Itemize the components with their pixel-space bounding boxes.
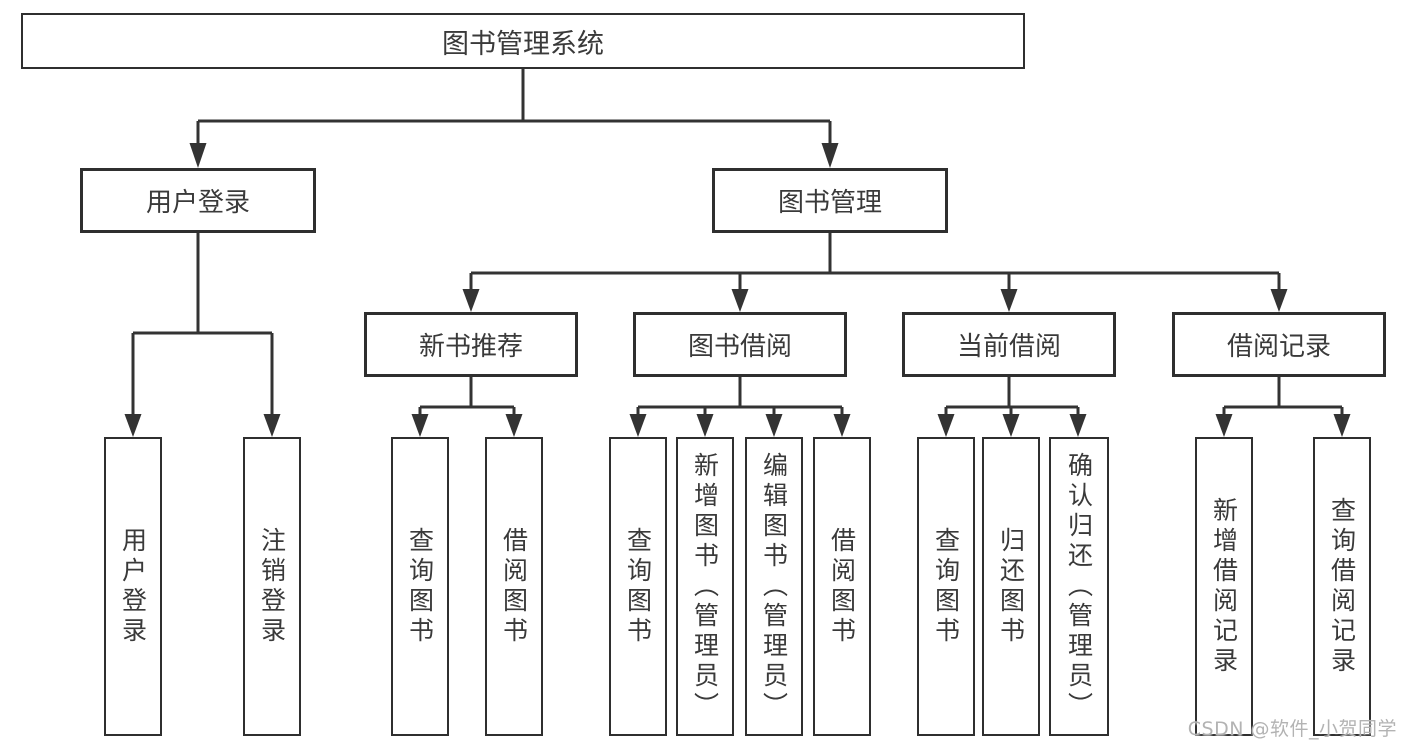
node-label: 归还图书 (996, 526, 1026, 647)
node-library-management-system: 图书管理系统 (21, 13, 1025, 69)
node-label: 用户登录 (145, 188, 250, 218)
connector-arrow-shafts (131, 121, 1344, 420)
arrowhead-icon (189, 143, 207, 168)
arrowhead-icon (1000, 289, 1018, 312)
node-label: 借阅图书 (827, 526, 857, 647)
arrowhead-icon (1270, 289, 1288, 312)
node-book-borrowing: 图书借阅 (633, 312, 847, 377)
leaf-add-borrow-record: 新增借阅记录 (1195, 437, 1253, 736)
arrowhead-icon (1333, 414, 1351, 437)
leaf-edit-book-admin: 编辑图书（管理员） (745, 437, 803, 736)
arrowhead-icon (833, 414, 851, 437)
arrowhead-icon (1069, 414, 1087, 437)
csdn-watermark: CSDN @软件_小贺同学 (1187, 718, 1397, 740)
arrowhead-icon (821, 143, 839, 168)
leaf-borrow-books-recommend: 借阅图书 (485, 437, 543, 736)
leaf-logout: 注销登录 (243, 437, 301, 736)
node-user-login: 用户登录 (80, 168, 316, 233)
node-label: 用户登录 (118, 526, 148, 647)
node-label: 新增借阅记录 (1209, 496, 1239, 677)
node-label: 借阅图书 (499, 526, 529, 647)
arrowhead-icon (731, 289, 749, 312)
leaf-borrow-books-borrowing: 借阅图书 (813, 437, 871, 736)
node-label: 当前借阅 (956, 332, 1061, 362)
leaf-add-book-admin: 新增图书（管理员） (676, 437, 734, 736)
node-label: 注销登录 (257, 526, 287, 647)
arrowhead-icon (462, 289, 480, 312)
leaf-query-books-recommend: 查询图书 (391, 437, 449, 736)
node-new-book-recommendation: 新书推荐 (364, 312, 578, 377)
arrowhead-icon (1002, 414, 1020, 437)
arrowhead-icon (1215, 414, 1233, 437)
node-label: 查询借阅记录 (1327, 496, 1357, 677)
arrowhead-icon (765, 414, 783, 437)
arrowhead-icon (696, 414, 714, 437)
arrowhead-icon (124, 414, 142, 437)
leaf-query-borrow-record: 查询借阅记录 (1313, 437, 1371, 736)
node-label: 图书管理系统 (442, 28, 604, 60)
node-book-management: 图书管理 (712, 168, 948, 233)
node-label: 确认归还（管理员） (1064, 451, 1094, 722)
leaf-query-books-current: 查询图书 (917, 437, 975, 736)
node-label: 查询图书 (931, 526, 961, 647)
arrowhead-icons (124, 143, 1351, 437)
arrowhead-icon (505, 414, 523, 437)
node-borrowing-records: 借阅记录 (1172, 312, 1386, 377)
node-label: 借阅记录 (1226, 332, 1331, 362)
node-label: 新书推荐 (418, 332, 523, 362)
leaf-return-book: 归还图书 (982, 437, 1040, 736)
arrowhead-icon (937, 414, 955, 437)
leaf-query-books-borrowing: 查询图书 (609, 437, 667, 736)
node-label: 查询图书 (623, 526, 653, 647)
node-label: 新增图书（管理员） (690, 451, 720, 722)
node-label: 图书借阅 (687, 332, 792, 362)
node-label: 查询图书 (405, 526, 435, 647)
node-label: 图书管理 (777, 188, 882, 218)
arrowhead-icon (263, 414, 281, 437)
arrowhead-icon (411, 414, 429, 437)
node-current-borrowing: 当前借阅 (902, 312, 1116, 377)
leaf-user-login: 用户登录 (104, 437, 162, 736)
node-label: 编辑图书（管理员） (759, 451, 789, 722)
arrowhead-icon (629, 414, 647, 437)
leaf-confirm-return-admin: 确认归还（管理员） (1049, 437, 1109, 736)
